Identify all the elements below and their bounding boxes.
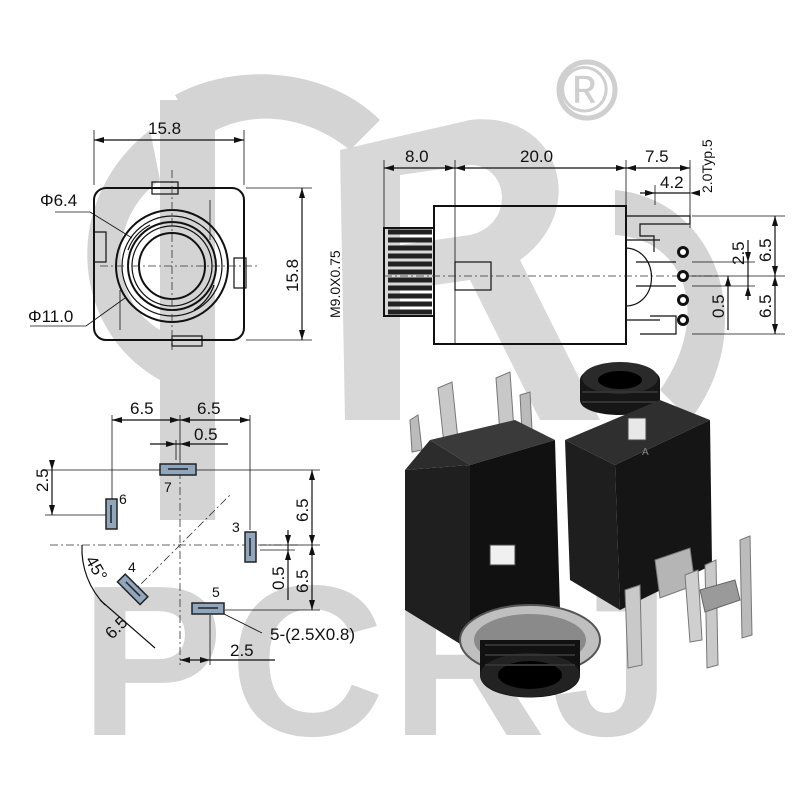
svg-text:A: A [642,447,649,458]
footprint-view: 6.5 6.5 0.5 2.5 6.5 6.5 0.5 [33,399,355,665]
fp-left-span-label: 6.5 [130,399,154,418]
front-view: 15.8 15.8 Φ6.4 Φ11.0 [28,119,312,350]
registered-mark: ® [560,52,609,126]
inner-diameter-label: Φ6.4 [40,191,77,210]
fp-bottom-offset-label: 2.5 [230,641,254,660]
side-view: 8.0 20.0 7.5 4.2 2.0Typ.5 M9.0X0.75 [327,139,785,345]
front-height-label: 15.8 [283,259,302,292]
product-photo-right: A [565,362,753,669]
fp-right-span-label: 6.5 [197,399,221,418]
front-body-outline [93,187,245,341]
product-photo-left [405,371,601,698]
side-body-outline [433,205,627,345]
fp-pad-3: 3 [232,519,257,563]
fp-pad-7: 7 [159,463,197,495]
fp-pad-6: 6 [105,491,127,530]
fp-offset-top-label: 2.5 [33,468,52,492]
fp-pad-size-label: 5-(2.5X0.8) [270,625,355,644]
front-width-label: 15.8 [148,119,181,138]
fp-v-lower-label: 6.5 [293,569,312,593]
pin-gap-b-label: 0.5 [709,294,728,318]
pitch-upper-label: 6.5 [756,238,775,262]
outer-diameter-label: Φ11.0 [28,307,73,326]
fp-pin-6-label: 6 [119,491,127,507]
fp-offset-small-label: 0.5 [194,425,218,444]
pin-width-label: 2.0Typ.5 [699,139,715,193]
thread-coils [388,229,432,315]
pitch-lower-label: 6.5 [756,294,775,318]
fp-v-upper-label: 6.5 [293,498,312,522]
fp-pin-7-label: 7 [164,479,172,495]
fp-pin-5-label: 5 [212,584,220,600]
pin-offset-label: 4.2 [660,173,684,192]
body-length-label: 20.0 [520,147,553,166]
fp-pin-4-label: 4 [128,559,136,575]
thread-spec-label: M9.0X0.75 [327,250,343,318]
thread-length-label: 8.0 [405,147,429,166]
fp-pad-4 [116,573,149,606]
pin-gap-a-label: 2.5 [729,241,748,265]
pin-length-label: 7.5 [645,147,669,166]
fp-pad-5: 5 [191,584,225,615]
fp-v-small-label: 0.5 [269,566,288,590]
fp-pin-3-label: 3 [232,519,240,535]
